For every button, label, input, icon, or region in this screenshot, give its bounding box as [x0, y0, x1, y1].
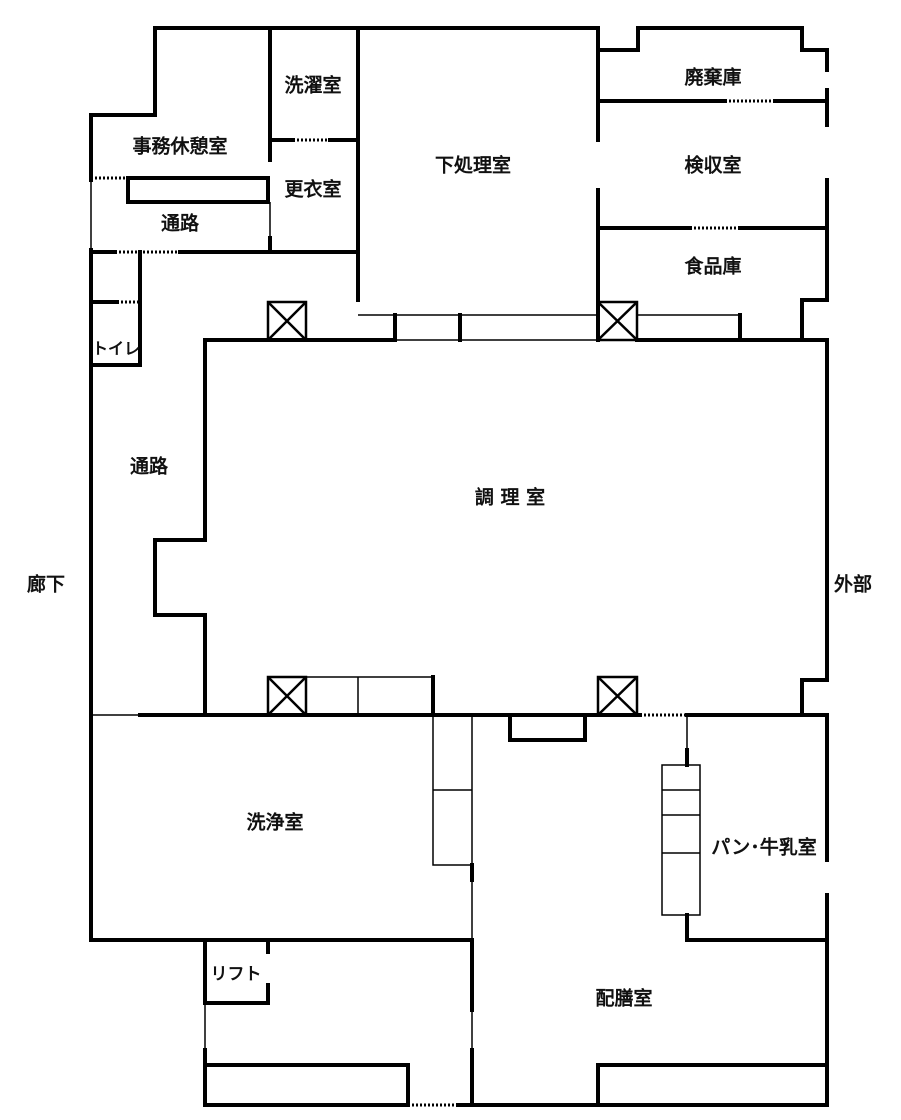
column-icon	[266, 300, 308, 342]
passage-top-label: 通路	[160, 212, 200, 235]
room-lift-label: リフト	[210, 964, 262, 985]
column-markers	[266, 300, 639, 717]
room-bread-milk-label: パン･牛乳室	[711, 836, 817, 859]
column-icon	[266, 675, 308, 717]
room-waste-label: 廃棄庫	[684, 66, 742, 89]
column-icon	[596, 675, 639, 717]
outside-label: 外部	[833, 573, 873, 596]
corridor-label: 廊下	[26, 573, 66, 596]
room-washing-label: 洗浄室	[246, 811, 304, 834]
room-changing-label: 更衣室	[284, 178, 342, 201]
room-laundry-label: 洗濯室	[284, 74, 342, 97]
room-inspection-label: 検収室	[684, 154, 742, 177]
room-office-label: 事務休憩室	[132, 135, 228, 158]
column-icon	[596, 300, 639, 342]
room-food-storage-label: 食品庫	[684, 255, 742, 278]
walls	[89, 26, 829, 1107]
room-serving-label: 配膳室	[595, 987, 653, 1010]
room-kitchen-label: 調 理 室	[474, 486, 546, 509]
room-prep-label: 下処理室	[434, 154, 512, 177]
room-toilet-label: トイレ	[91, 339, 141, 358]
passage-left-label: 通路	[129, 455, 169, 478]
